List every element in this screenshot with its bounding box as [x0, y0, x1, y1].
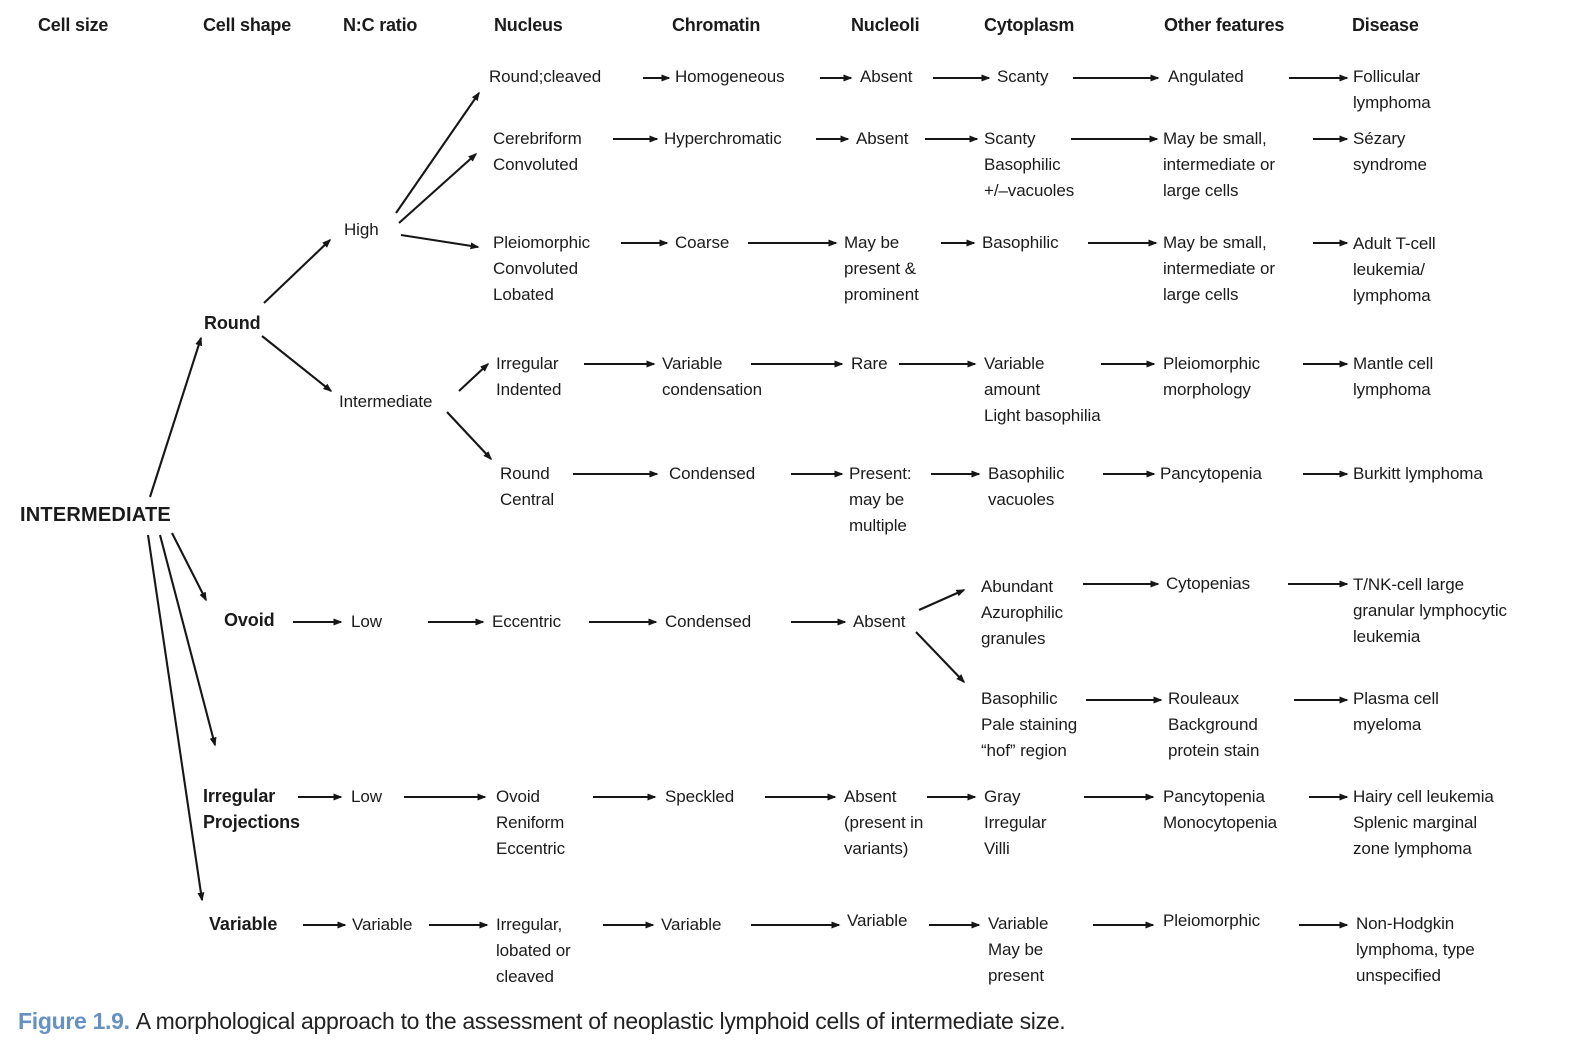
node-nucleus-irregular-lobated: Irregular, lobated or cleaved: [496, 915, 571, 986]
node-ratio-low-1: Low: [351, 612, 382, 631]
node-other-pleiomorphic-2: Pleiomorphic: [1163, 911, 1261, 930]
node-other-rouleaux: Rouleaux Background protein stain: [1168, 689, 1260, 760]
node-disease-follicular: Follicular lymphoma: [1353, 67, 1431, 112]
node-cytoplasm-scanty-2: Scanty Basophilic +/–vacuoles: [984, 129, 1075, 200]
arrow-connector-3: [146, 534, 205, 902]
node-nucleus-cerebriform: Cerebriform Convoluted: [493, 129, 582, 174]
node-other-pancytopenia-monocytopenia: Pancytopenia Monocytopenia: [1163, 787, 1277, 832]
column-header-cytoplasm: Cytoplasm: [984, 15, 1075, 35]
node-cytoplasm-basophilic-vacuoles: Basophilic vacuoles: [988, 464, 1065, 509]
arrow-connector-2: [158, 534, 217, 747]
node-other-may-be-small-2: May be small, intermediate or large cell…: [1163, 233, 1275, 304]
node-cytoplasm-scanty-1: Scanty: [997, 67, 1049, 86]
node-chromatin-variable: Variable: [661, 915, 722, 934]
arrow-connector-6: [395, 91, 480, 214]
column-header-n-c-ratio: N:C ratio: [343, 15, 418, 35]
node-chromatin-speckled: Speckled: [665, 787, 735, 806]
node-nucleoli-rare: Rare: [851, 354, 888, 373]
arrow-connector-0: [149, 336, 203, 498]
arrow-connector-12: [915, 631, 966, 684]
node-chromatin-condensed-1: Condensed: [669, 464, 756, 483]
node-disease-hairy-cell: Hairy cell leukemia Splenic marginal zon…: [1353, 787, 1494, 858]
node-nucleus-round-central: Round Central: [500, 464, 555, 509]
node-chromatin-condensed-2: Condensed: [665, 612, 752, 631]
node-other-pancytopenia-1: Pancytopenia: [1160, 464, 1262, 483]
node-nucleoli-absent-1: Absent: [860, 67, 913, 86]
node-ratio-variable: Variable: [352, 915, 413, 934]
column-header-chromatin: Chromatin: [672, 15, 761, 35]
node-shape-variable: Variable: [209, 914, 278, 934]
node-nucleoli-variable: Variable: [847, 911, 908, 930]
arrow-connector-10: [446, 411, 493, 461]
node-disease-nhl-unspecified: Non-Hodgkin lymphoma, type unspecified: [1356, 914, 1475, 985]
arrow-connector-8: [400, 233, 480, 250]
arrow-connector-7: [398, 152, 478, 224]
arrow-connector-5: [261, 335, 333, 392]
node-ratio-low-2: Low: [351, 787, 382, 806]
node-nucleoli-absent-variants: Absent (present in variants): [844, 787, 924, 858]
node-nucleus-round-cleaved: Round;cleaved: [489, 67, 602, 86]
node-other-may-be-small-1: May be small, intermediate or large cell…: [1163, 129, 1275, 200]
node-nucleoli-absent-2: Absent: [856, 129, 909, 148]
figure-caption-text: A morphological approach to the assessme…: [135, 1008, 1066, 1034]
node-cell-size-intermediate: INTERMEDIATE: [20, 504, 171, 526]
node-cytoplasm-variable-present: Variable May be present: [988, 914, 1049, 985]
node-chromatin-variable-condensation: Variable condensation: [662, 354, 762, 399]
arrow-connector-9: [458, 362, 490, 392]
node-other-angulated: Angulated: [1168, 67, 1244, 86]
column-header-nucleoli: Nucleoli: [851, 15, 920, 35]
node-chromatin-homogeneous: Homogeneous: [675, 67, 785, 86]
node-cytoplasm-basophilic-1: Basophilic: [982, 233, 1059, 252]
node-cytoplasm-gray-villi: Gray Irregular Villi: [984, 787, 1047, 858]
node-shape-ovoid: Ovoid: [224, 610, 275, 630]
node-nucleus-pleiomorphic: Pleiomorphic Convoluted Lobated: [493, 233, 591, 304]
column-header-disease: Disease: [1352, 15, 1419, 35]
node-cytoplasm-basophilic-hof: Basophilic Pale staining “hof” region: [981, 689, 1078, 760]
node-disease-tnk-lgl: T/NK-cell large granular lymphocytic leu…: [1353, 575, 1507, 646]
arrow-connector-4: [263, 238, 332, 304]
node-ratio-high: High: [344, 220, 379, 239]
node-nucleoli-absent-3: Absent: [853, 612, 906, 631]
figure-caption-label: Figure 1.9.: [18, 1008, 130, 1034]
node-chromatin-hyperchromatic: Hyperchromatic: [664, 129, 782, 148]
node-nucleoli-present-multiple: Present: may be multiple: [849, 464, 912, 535]
column-header-other-features: Other features: [1164, 15, 1285, 35]
node-other-pleiomorphic-morphology: Pleiomorphic morphology: [1163, 354, 1261, 399]
arrow-connector-11: [918, 589, 966, 611]
column-header-nucleus: Nucleus: [494, 15, 563, 35]
node-ratio-intermediate: Intermediate: [339, 392, 433, 411]
node-chromatin-coarse: Coarse: [675, 233, 730, 252]
node-disease-adult-t-cell: Adult T-cell leukemia/ lymphoma: [1353, 234, 1436, 305]
node-shape-irregular-projections: Irregular Projections: [203, 786, 300, 832]
node-nucleus-ovoid-reniform: Ovoid Reniform Eccentric: [496, 787, 566, 858]
node-nucleoli-may-be-present: May be present & prominent: [844, 233, 919, 304]
node-disease-plasma-cell: Plasma cell myeloma: [1353, 689, 1439, 734]
node-nucleus-eccentric: Eccentric: [492, 612, 562, 631]
node-other-cytopenias: Cytopenias: [1166, 574, 1251, 593]
node-nucleus-irregular-indented: Irregular Indented: [496, 354, 562, 399]
figure-caption: Figure 1.9.A morphological approach to t…: [18, 1006, 1066, 1036]
node-disease-sezary: Sézary syndrome: [1353, 129, 1427, 174]
node-cytoplasm-variable-amount: Variable amount Light basophilia: [984, 354, 1101, 425]
node-disease-mantle-cell: Mantle cell lymphoma: [1353, 354, 1434, 399]
node-disease-burkitt: Burkitt lymphoma: [1353, 464, 1483, 483]
column-header-cell-size: Cell size: [38, 15, 109, 35]
node-shape-round: Round: [204, 313, 261, 333]
arrow-connector-1: [171, 532, 207, 602]
column-header-cell-shape: Cell shape: [203, 15, 292, 35]
node-cytoplasm-abundant-granules: Abundant Azurophilic granules: [981, 577, 1064, 648]
